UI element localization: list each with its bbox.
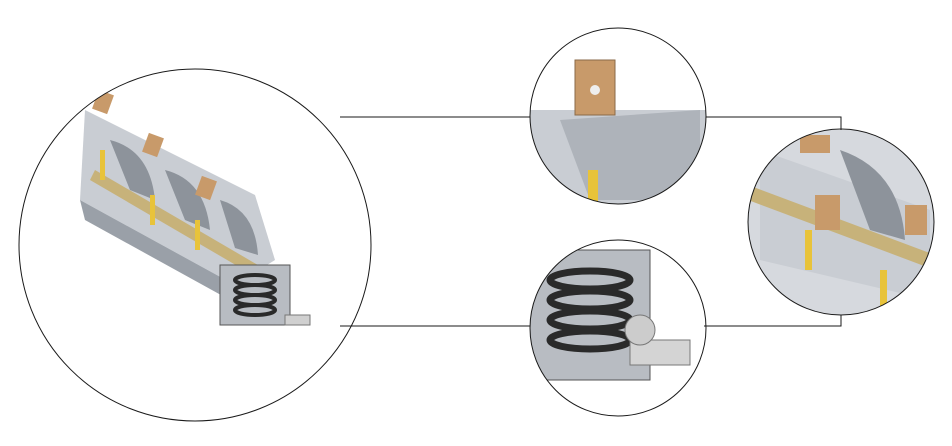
spring-mechanism-detail-circle bbox=[529, 239, 707, 417]
terminal-detail-circle bbox=[529, 27, 707, 205]
connector-lines bbox=[340, 116, 842, 327]
main-product-view bbox=[18, 68, 372, 422]
connector-top-to-right bbox=[704, 116, 842, 130]
shaft-detail-circle bbox=[747, 128, 935, 316]
connector-bottom-to-right bbox=[704, 314, 842, 327]
